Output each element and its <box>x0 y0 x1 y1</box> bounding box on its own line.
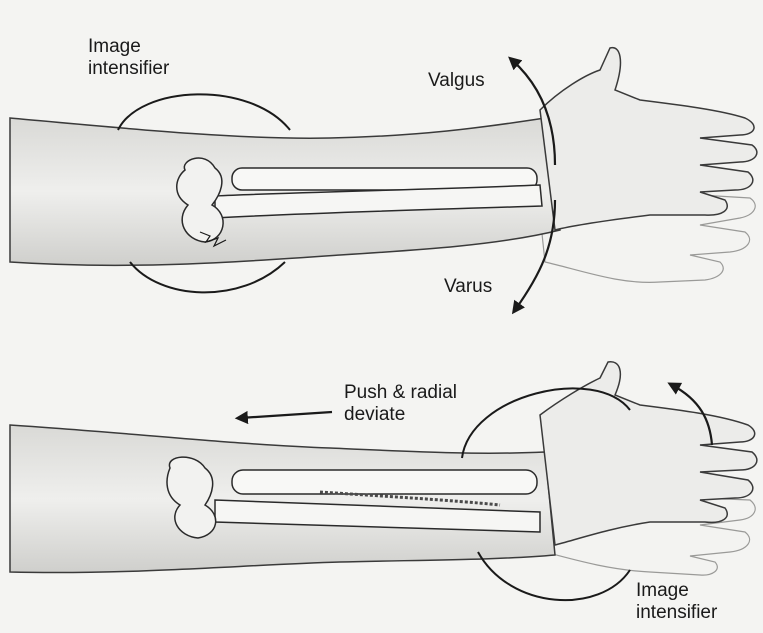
bottom-forearm <box>10 425 555 573</box>
top-image-intensifier-label: Image intensifier <box>88 36 169 80</box>
valgus-label: Valgus <box>428 70 485 92</box>
push-radial-deviate-label: Push & radial deviate <box>344 382 457 426</box>
bottom-image-intensifier-label: Image intensifier <box>636 580 717 624</box>
bottom-intensifier-line2: intensifier <box>636 602 717 624</box>
push-line2: deviate <box>344 404 457 426</box>
top-intensifier-circle-lower <box>130 262 285 292</box>
top-hand <box>540 48 757 230</box>
top-arm <box>10 48 757 310</box>
bottom-radius-bone <box>232 470 537 494</box>
push-line1: Push & radial <box>344 382 457 404</box>
top-intensifier-line2: intensifier <box>88 58 169 80</box>
top-intensifier-line1: Image <box>88 36 169 58</box>
bottom-intensifier-line1: Image <box>636 580 717 602</box>
push-arrow <box>240 412 332 418</box>
varus-label: Varus <box>444 276 492 298</box>
top-intensifier-circle <box>118 94 290 130</box>
